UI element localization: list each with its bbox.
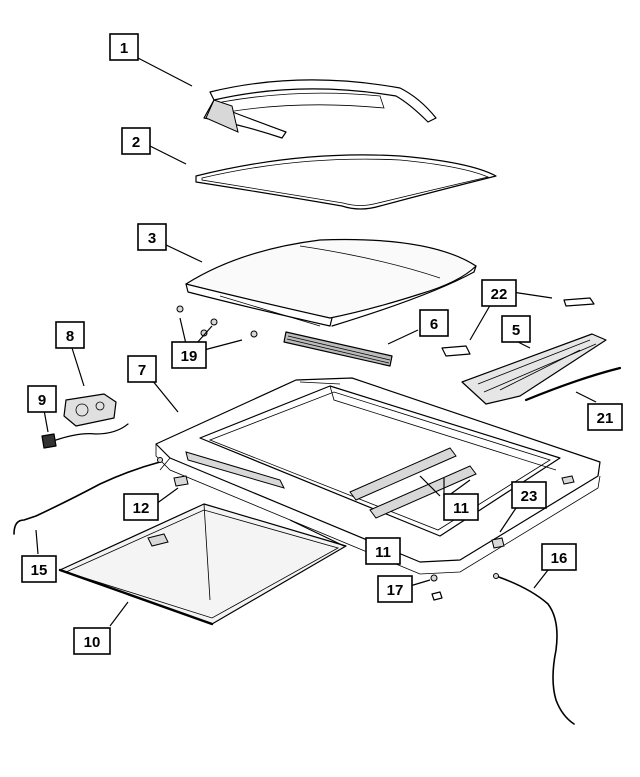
svg-text:21: 21 [597, 410, 614, 427]
callout-17: 17 [377, 575, 413, 603]
part-drain-tube-right [493, 573, 575, 725]
callout-16: 16 [541, 543, 577, 571]
part-wind-deflector [203, 79, 437, 139]
callout-10: 10 [73, 627, 111, 655]
part-trim-strip [283, 331, 393, 367]
svg-text:11: 11 [375, 544, 391, 561]
part-sunroof-frame [155, 377, 601, 575]
part-glass-panel [185, 238, 477, 327]
svg-text:8: 8 [66, 328, 74, 345]
svg-text:23: 23 [521, 488, 538, 505]
callout-8: 8 [55, 321, 85, 349]
callout-6: 6 [419, 309, 449, 337]
callout-5: 5 [501, 315, 531, 343]
svg-text:10: 10 [84, 634, 101, 651]
callout-11-upper: 11 [443, 493, 479, 521]
part-clips [441, 297, 595, 357]
part-harness [41, 423, 129, 449]
callout-21: 21 [587, 403, 623, 431]
callout-12: 12 [123, 493, 159, 521]
part-sunshade [58, 503, 347, 626]
svg-text:12: 12 [133, 500, 150, 517]
svg-text:9: 9 [38, 392, 46, 409]
svg-text:7: 7 [138, 362, 146, 379]
part-pad [173, 475, 189, 487]
callout-1: 1 [109, 33, 139, 61]
part-seal-strip [524, 366, 622, 402]
svg-text:6: 6 [430, 316, 438, 333]
callout-11-lower: 11 [365, 537, 401, 565]
svg-text:19: 19 [181, 348, 198, 365]
callout-3: 3 [137, 223, 167, 251]
part-glass-seal [195, 154, 497, 210]
part-drain-tube-left [13, 457, 163, 535]
svg-text:5: 5 [512, 322, 520, 339]
callout-2: 2 [121, 127, 151, 155]
svg-text:17: 17 [387, 582, 404, 599]
svg-text:15: 15 [31, 562, 48, 579]
callout-22: 22 [481, 279, 517, 307]
callout-19: 19 [171, 341, 207, 369]
svg-text:11: 11 [453, 500, 469, 517]
svg-text:2: 2 [132, 134, 140, 151]
svg-text:16: 16 [551, 550, 568, 567]
callout-15: 15 [21, 555, 57, 583]
part-bolt [430, 574, 443, 601]
callout-23: 23 [511, 481, 547, 509]
part-motor [63, 393, 117, 427]
part-small-bracket [491, 475, 575, 549]
leader-lines [35, 57, 597, 627]
part-rear-bracket [461, 333, 607, 405]
part-fasteners [176, 305, 258, 338]
svg-text:1: 1 [120, 40, 128, 57]
callout-7: 7 [127, 355, 157, 383]
callout-9: 9 [27, 385, 57, 413]
svg-text:3: 3 [148, 230, 156, 247]
svg-text:22: 22 [491, 286, 508, 303]
